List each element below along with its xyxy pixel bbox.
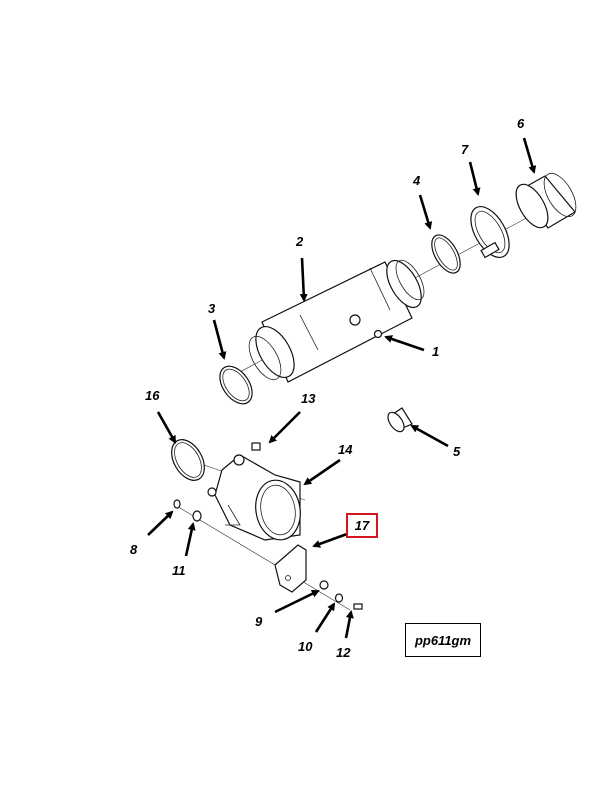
callout-6: 6 xyxy=(517,116,525,131)
callout-8: 8 xyxy=(130,542,138,557)
part-hose-sleeve xyxy=(515,172,577,229)
callout-13: 13 xyxy=(301,391,316,406)
callout-1: 1 xyxy=(432,344,439,359)
leader-arrows xyxy=(147,137,537,639)
callout-4: 4 xyxy=(412,173,421,188)
callout-9: 9 xyxy=(255,614,263,629)
part-tube xyxy=(248,259,425,383)
callout-2: 2 xyxy=(295,234,304,249)
callout-12: 12 xyxy=(336,645,351,660)
callout-7: 7 xyxy=(461,142,469,157)
part-bracket xyxy=(274,544,307,593)
callout-14: 14 xyxy=(338,442,353,457)
part-housing xyxy=(207,454,301,541)
part-hardware xyxy=(173,499,363,610)
part-clamp xyxy=(470,206,510,259)
assembly-axis-lines xyxy=(174,199,561,611)
part-fitting xyxy=(251,442,261,451)
callout-16: 16 xyxy=(145,388,160,403)
figure-id: pp611gm xyxy=(414,632,472,648)
callout-11: 11 xyxy=(172,563,186,578)
callout-3: 3 xyxy=(208,301,216,316)
part-oring-upper xyxy=(431,234,461,274)
callout-10: 10 xyxy=(298,639,313,654)
part-oring-lower xyxy=(219,365,253,405)
callout-labels: 1 2 3 4 5 6 7 8 9 10 11 12 13 14 16 xyxy=(130,116,525,660)
part-sleeve xyxy=(387,407,413,433)
highlighted-callout-box: 17 xyxy=(346,513,378,538)
figure-id-box: pp611gm xyxy=(405,623,481,657)
part-plug xyxy=(373,329,383,339)
part-oring-housing xyxy=(171,439,205,481)
callout-5: 5 xyxy=(453,444,461,459)
callout-17: 17 xyxy=(354,518,370,533)
